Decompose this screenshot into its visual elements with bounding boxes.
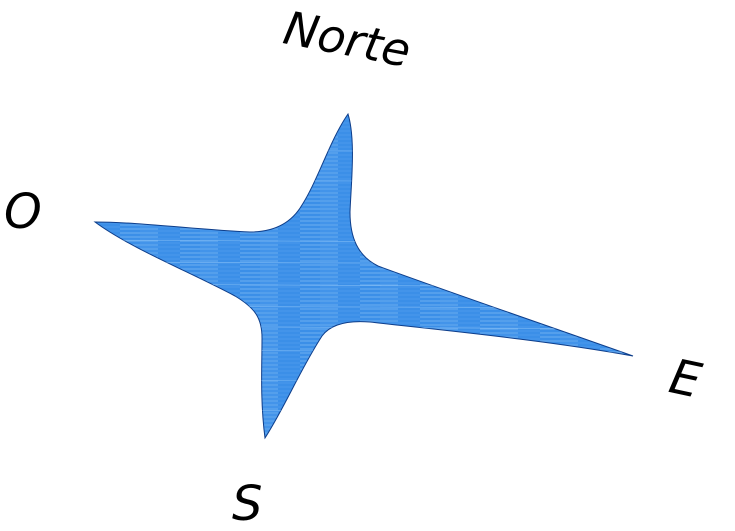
compass-star-icon	[90, 114, 640, 438]
west-label: O	[4, 184, 42, 240]
north-label: Norte	[279, 1, 415, 78]
east-label: E	[665, 348, 707, 409]
south-label: S	[232, 476, 262, 531]
star-shape	[95, 114, 633, 438]
